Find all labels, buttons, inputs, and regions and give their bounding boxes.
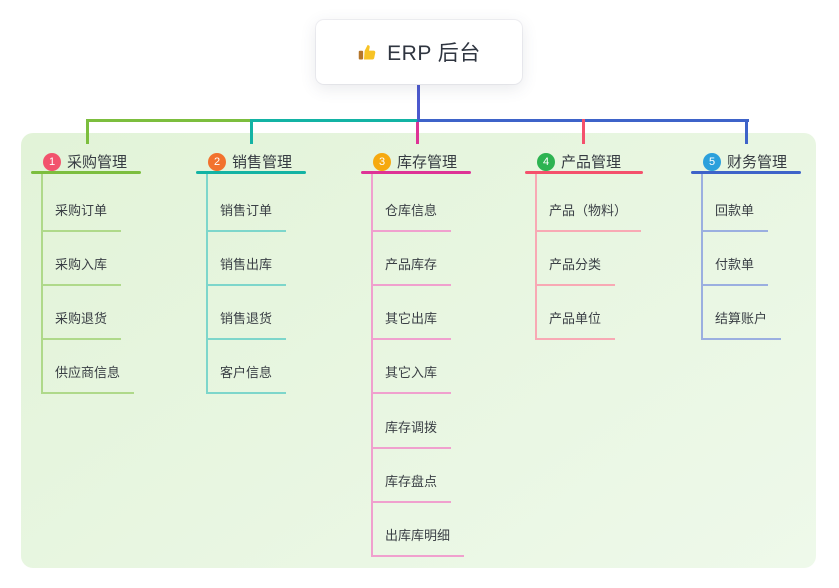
branch-title: 产品管理 <box>561 154 622 171</box>
node-item[interactable]: 采购订单 <box>41 202 122 232</box>
node-item[interactable]: 产品单位 <box>535 310 616 340</box>
thumbs-up-icon <box>358 44 376 60</box>
branch-underline <box>361 171 471 174</box>
branch-child-connector <box>535 174 537 340</box>
node-item[interactable]: 采购入库 <box>41 256 122 286</box>
branch-number-badge: 1 <box>43 152 61 171</box>
branch-underline <box>31 171 141 174</box>
branch-title: 采购管理 <box>67 154 128 171</box>
branch-child-connector <box>701 174 703 340</box>
drop-line-procurement <box>86 119 89 144</box>
drop-line-inventory <box>416 122 419 144</box>
branch-number-badge: 4 <box>537 152 555 171</box>
node-item[interactable]: 结算账户 <box>701 310 782 340</box>
node-item[interactable]: 销售出库 <box>206 256 287 286</box>
node-item[interactable]: 付款单 <box>701 256 769 286</box>
node-item[interactable]: 销售订单 <box>206 202 287 232</box>
branch-title-node[interactable]: 3 库存管理 <box>373 151 457 172</box>
node-item[interactable]: 仓库信息 <box>371 202 452 232</box>
root-node[interactable]: ERP 后台 <box>316 20 522 84</box>
branch-number-badge: 2 <box>208 152 226 171</box>
branches-background-panel <box>21 133 816 568</box>
branch-number-badge: 5 <box>703 152 721 171</box>
node-item[interactable]: 产品分类 <box>535 256 616 286</box>
node-item[interactable]: 其它入库 <box>371 364 452 394</box>
drop-line-product <box>582 119 585 144</box>
branch-underline <box>196 171 306 174</box>
node-item[interactable]: 采购退货 <box>41 310 122 340</box>
node-item[interactable]: 出库库明细 <box>371 527 465 557</box>
node-item[interactable]: 客户信息 <box>206 364 287 394</box>
branch-title: 财务管理 <box>727 154 788 171</box>
node-item[interactable]: 其它出库 <box>371 310 452 340</box>
drop-line-finance <box>745 119 748 144</box>
branch-child-connector <box>371 174 373 557</box>
branch-underline <box>691 171 801 174</box>
node-item[interactable]: 销售退货 <box>206 310 287 340</box>
branch-number-badge: 3 <box>373 152 391 171</box>
node-item[interactable]: 产品库存 <box>371 256 452 286</box>
root-title: ERP 后台 <box>387 42 481 65</box>
node-item[interactable]: 回款单 <box>701 202 769 232</box>
branch-title-node[interactable]: 1 采购管理 <box>43 151 127 172</box>
branch-title: 销售管理 <box>232 154 293 171</box>
branch-title-node[interactable]: 5 财务管理 <box>703 151 787 172</box>
bus-line-procurement <box>86 119 253 122</box>
node-item[interactable]: 供应商信息 <box>41 364 135 394</box>
branch-title: 库存管理 <box>397 154 458 171</box>
branch-title-node[interactable]: 4 产品管理 <box>537 151 621 172</box>
bus-line-sales <box>251 119 420 122</box>
node-item[interactable]: 产品（物料） <box>535 202 642 232</box>
drop-line-sales <box>250 119 253 144</box>
node-item[interactable]: 库存盘点 <box>371 473 452 503</box>
node-item[interactable]: 库存调拨 <box>371 419 452 449</box>
branch-title-node[interactable]: 2 销售管理 <box>208 151 292 172</box>
root-stem-line <box>417 84 420 121</box>
branch-underline <box>525 171 643 174</box>
